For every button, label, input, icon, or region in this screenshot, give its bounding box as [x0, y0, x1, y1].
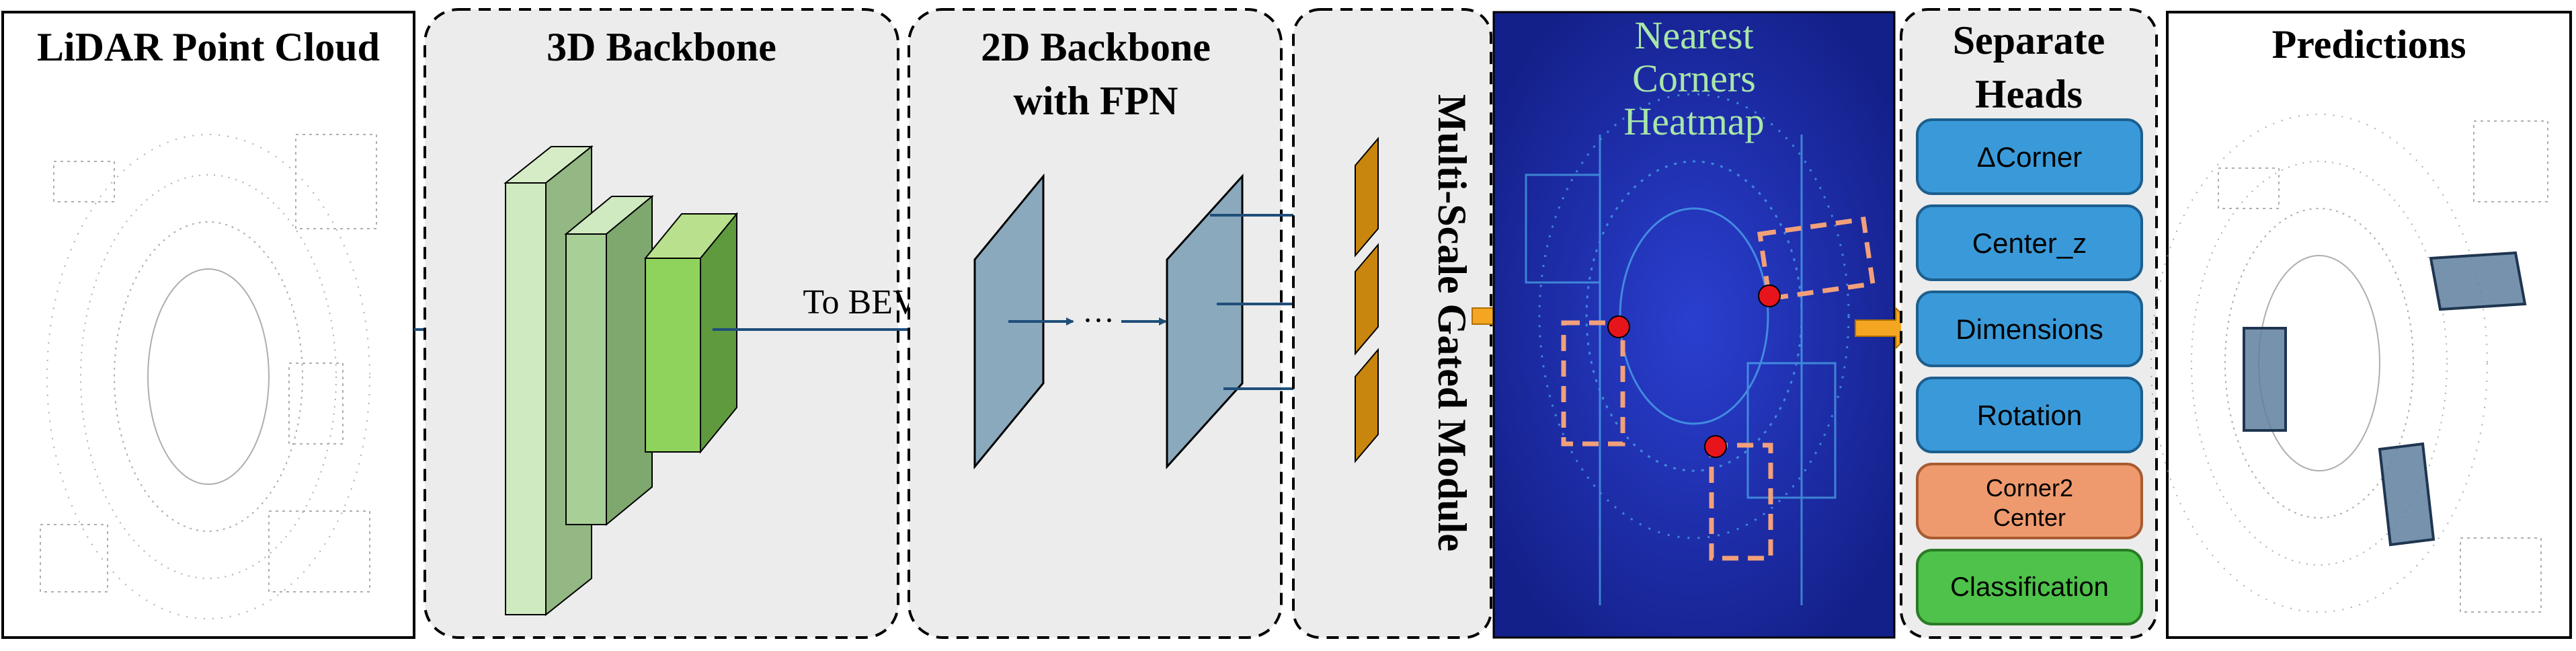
corner-dot-2 — [1607, 315, 1630, 338]
lidar-point-cloud-image — [40, 134, 377, 619]
head-corner2center: Corner2 Center — [1916, 463, 2143, 539]
backbone3d-title: 3D Backbone — [547, 25, 776, 69]
fpn-ellipsis: ··· — [1082, 303, 1115, 338]
corner-dot-1 — [1758, 284, 1781, 307]
predictions-frame — [2166, 11, 2572, 639]
corner-dot-3 — [1704, 435, 1727, 458]
predictions-panel: Predictions — [2150, 11, 2572, 639]
prediction-box-2 — [2243, 327, 2287, 432]
head-dimensions: Dimensions — [1916, 291, 2143, 367]
corner-box-1 — [1757, 217, 1876, 301]
heads-title-line2: Heads — [1975, 72, 2083, 116]
head-center-z: Center_z — [1916, 204, 2143, 281]
prediction-box-1 — [2429, 251, 2527, 311]
heatmap-scene-lines — [1525, 93, 1850, 605]
backbone3d-block-2 — [564, 194, 654, 527]
head-rotation-label: Rotation — [1977, 399, 2082, 431]
backbone2d-title-line1: 2D Backbone — [981, 25, 1211, 69]
head-classification-label: Classification — [1950, 572, 2109, 602]
head-dimensions-label: Dimensions — [1956, 313, 2103, 345]
gate-block-1 — [1355, 137, 1379, 258]
prediction-box-3 — [2378, 442, 2436, 547]
heatmap-title-line2: Corners — [1632, 56, 1756, 100]
heads-panel: Separate Heads ΔCorner Center_z Dimensio… — [1900, 8, 2158, 639]
gated-module-label: Multi-Scale Gated Module — [1430, 94, 1474, 551]
lidar-title: LiDAR Point Cloud — [37, 25, 380, 69]
backbone2d-frame — [908, 8, 1283, 639]
backbone2d-panel: 2D Backbone with FPN ··· — [908, 8, 1283, 639]
feature-map-last — [1166, 174, 1244, 469]
gate-block-3 — [1355, 348, 1379, 463]
head-corner2center-label-line1: Corner2 — [1986, 474, 2073, 502]
predictions-title: Predictions — [2272, 22, 2466, 67]
corner-box-2 — [1561, 320, 1625, 447]
head-delta-corner-label: ΔCorner — [1977, 141, 2082, 173]
to-bev-label: To BEV — [803, 283, 918, 321]
lidar-panel: LiDAR Point Cloud — [1, 11, 415, 639]
head-rotation: Rotation — [1916, 377, 2143, 453]
backbone2d-title-line2: with FPN — [1014, 79, 1178, 123]
heads-title-line1: Separate — [1953, 18, 2105, 63]
corner-box-3 — [1709, 443, 1773, 561]
head-delta-corner: ΔCorner — [1916, 118, 2143, 195]
heatmap-image — [1492, 11, 1896, 639]
heatmap-panel: Nearest Corners Heatmap — [1492, 11, 1896, 639]
head-classification: Classification — [1916, 549, 2143, 625]
backbone3d-panel: 3D Backbone — [424, 8, 899, 639]
backbone3d-block-3 — [643, 212, 739, 454]
gated-module-panel: Multi-Scale Gated Module — [1292, 8, 1492, 639]
gate-block-2 — [1355, 243, 1379, 356]
head-corner2center-label-line2: Center — [1993, 504, 2066, 531]
lidar-frame — [1, 11, 415, 639]
heatmap-title-line1: Nearest — [1634, 13, 1753, 57]
head-center-z-label: Center_z — [1972, 227, 2087, 259]
heatmap-title-line3: Heatmap — [1623, 100, 1764, 143]
